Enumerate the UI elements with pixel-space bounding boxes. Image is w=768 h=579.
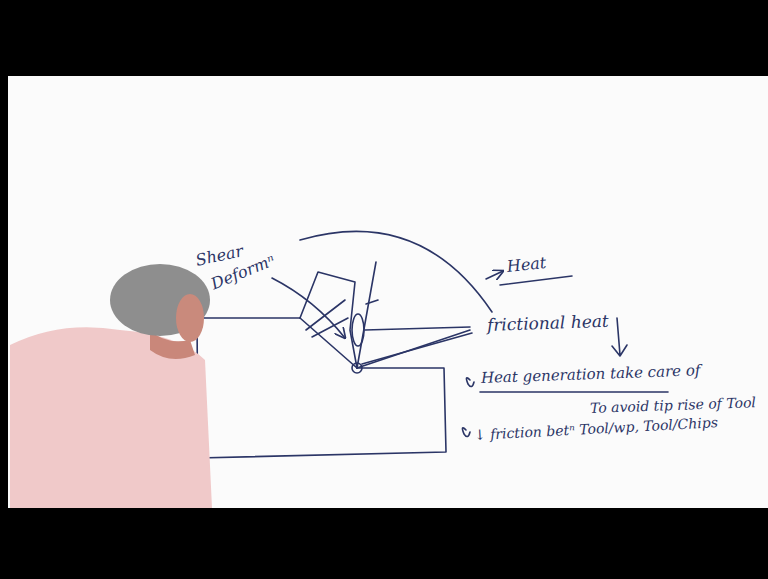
heat-zone-tip — [352, 363, 362, 373]
note-text: ↓ friction betⁿ Tool/wp, Tool/Chips — [474, 415, 719, 442]
grouping-arc — [300, 231, 492, 312]
face — [176, 294, 204, 342]
leader-line — [362, 333, 472, 364]
top-band — [0, 0, 768, 76]
note-text: frictional heat — [487, 313, 609, 334]
bullet-mark — [462, 378, 474, 437]
note-text: To avoid tip rise of Tool — [590, 395, 756, 415]
workpiece-top — [197, 317, 300, 319]
workpiece-outline — [197, 318, 446, 458]
underline — [480, 391, 668, 393]
whiteboard — [8, 76, 768, 508]
lecturer — [10, 264, 212, 508]
heat-label: Heat — [506, 255, 547, 275]
heat-arrow — [486, 271, 503, 279]
leader-arrow — [272, 278, 345, 338]
tool-angle-mark — [366, 300, 378, 304]
shear-plane — [300, 318, 357, 368]
decrease-arrow — [612, 318, 627, 356]
shirt — [10, 327, 212, 508]
bottom-band — [0, 508, 768, 579]
leader-line — [365, 327, 470, 330]
note-heading: Heat generation take care of — [481, 363, 701, 386]
underline — [500, 276, 572, 285]
heat-zone-rake — [352, 314, 364, 346]
